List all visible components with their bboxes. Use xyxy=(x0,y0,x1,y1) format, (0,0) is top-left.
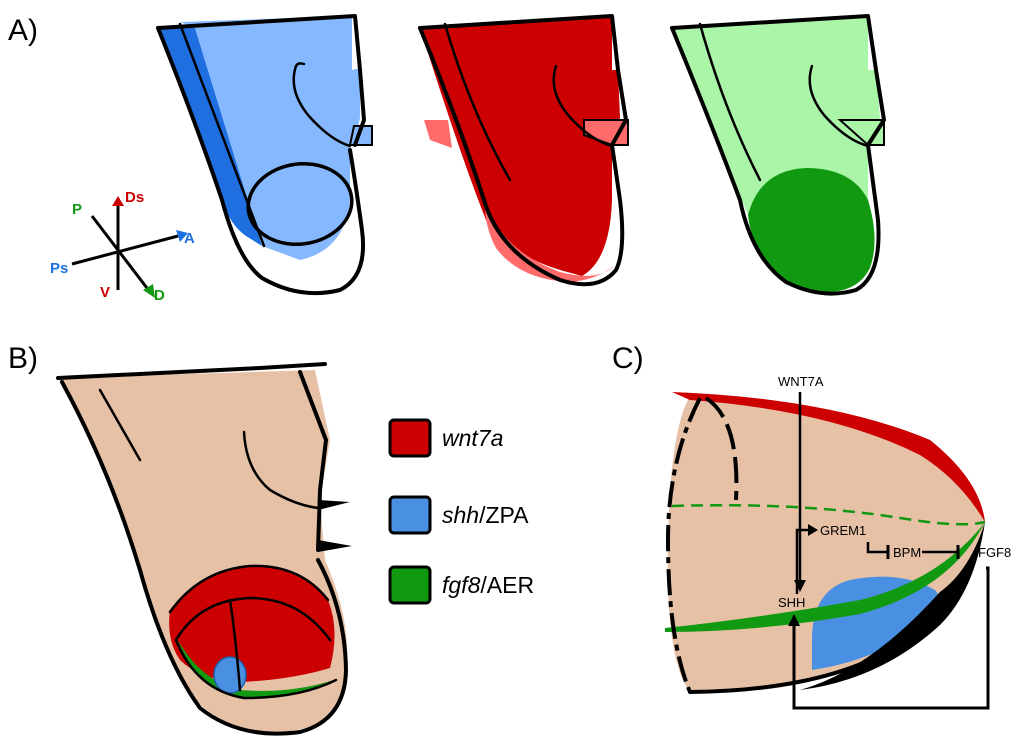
panel-a-label: A) xyxy=(8,14,38,47)
arrow-up-icon xyxy=(112,196,124,206)
node-wnt7a: WNT7A xyxy=(778,374,824,389)
gene-legend: wnt7a shh/ZPA fgf8/AER xyxy=(390,420,534,603)
limb-red-dv xyxy=(420,16,628,284)
node-grem1: GREM1 xyxy=(820,523,866,538)
axis-label-ps: Ps xyxy=(50,260,68,277)
zpa-spot xyxy=(214,657,246,693)
legend-label-fgf8: fgf8/AER xyxy=(442,572,534,598)
axis-compass: P Ds A Ps V D xyxy=(50,189,195,304)
node-shh: SHH xyxy=(778,595,805,610)
legend-item-shh: shh/ZPA xyxy=(390,497,529,533)
limb-blue-ap xyxy=(158,16,372,293)
legend-swatch-shh xyxy=(390,497,430,533)
legend-label-wnt7a: wnt7a xyxy=(442,425,503,451)
panel-c-label: C) xyxy=(612,342,644,375)
limb-green-pd xyxy=(672,16,884,294)
legend-swatch-fgf8 xyxy=(390,567,430,603)
axis-label-v: V xyxy=(100,284,110,301)
panel-b-label: B) xyxy=(8,342,38,375)
axis-label-d: D xyxy=(154,287,165,304)
axis-label-ds: Ds xyxy=(125,189,144,206)
legend-item-fgf8: fgf8/AER xyxy=(390,567,534,603)
legend-label-shh: shh/ZPA xyxy=(442,502,529,528)
legend-item-wnt7a: wnt7a xyxy=(390,420,503,456)
node-bpm: BPM xyxy=(893,545,921,560)
axis-label-p: P xyxy=(72,201,82,218)
axis-label-a: A xyxy=(184,230,195,247)
legend-swatch-wnt7a xyxy=(390,420,430,456)
node-fgf8: FGF8 xyxy=(978,545,1011,560)
limb-bud-expression xyxy=(58,364,352,734)
limb-bud-cross-section xyxy=(665,392,985,692)
